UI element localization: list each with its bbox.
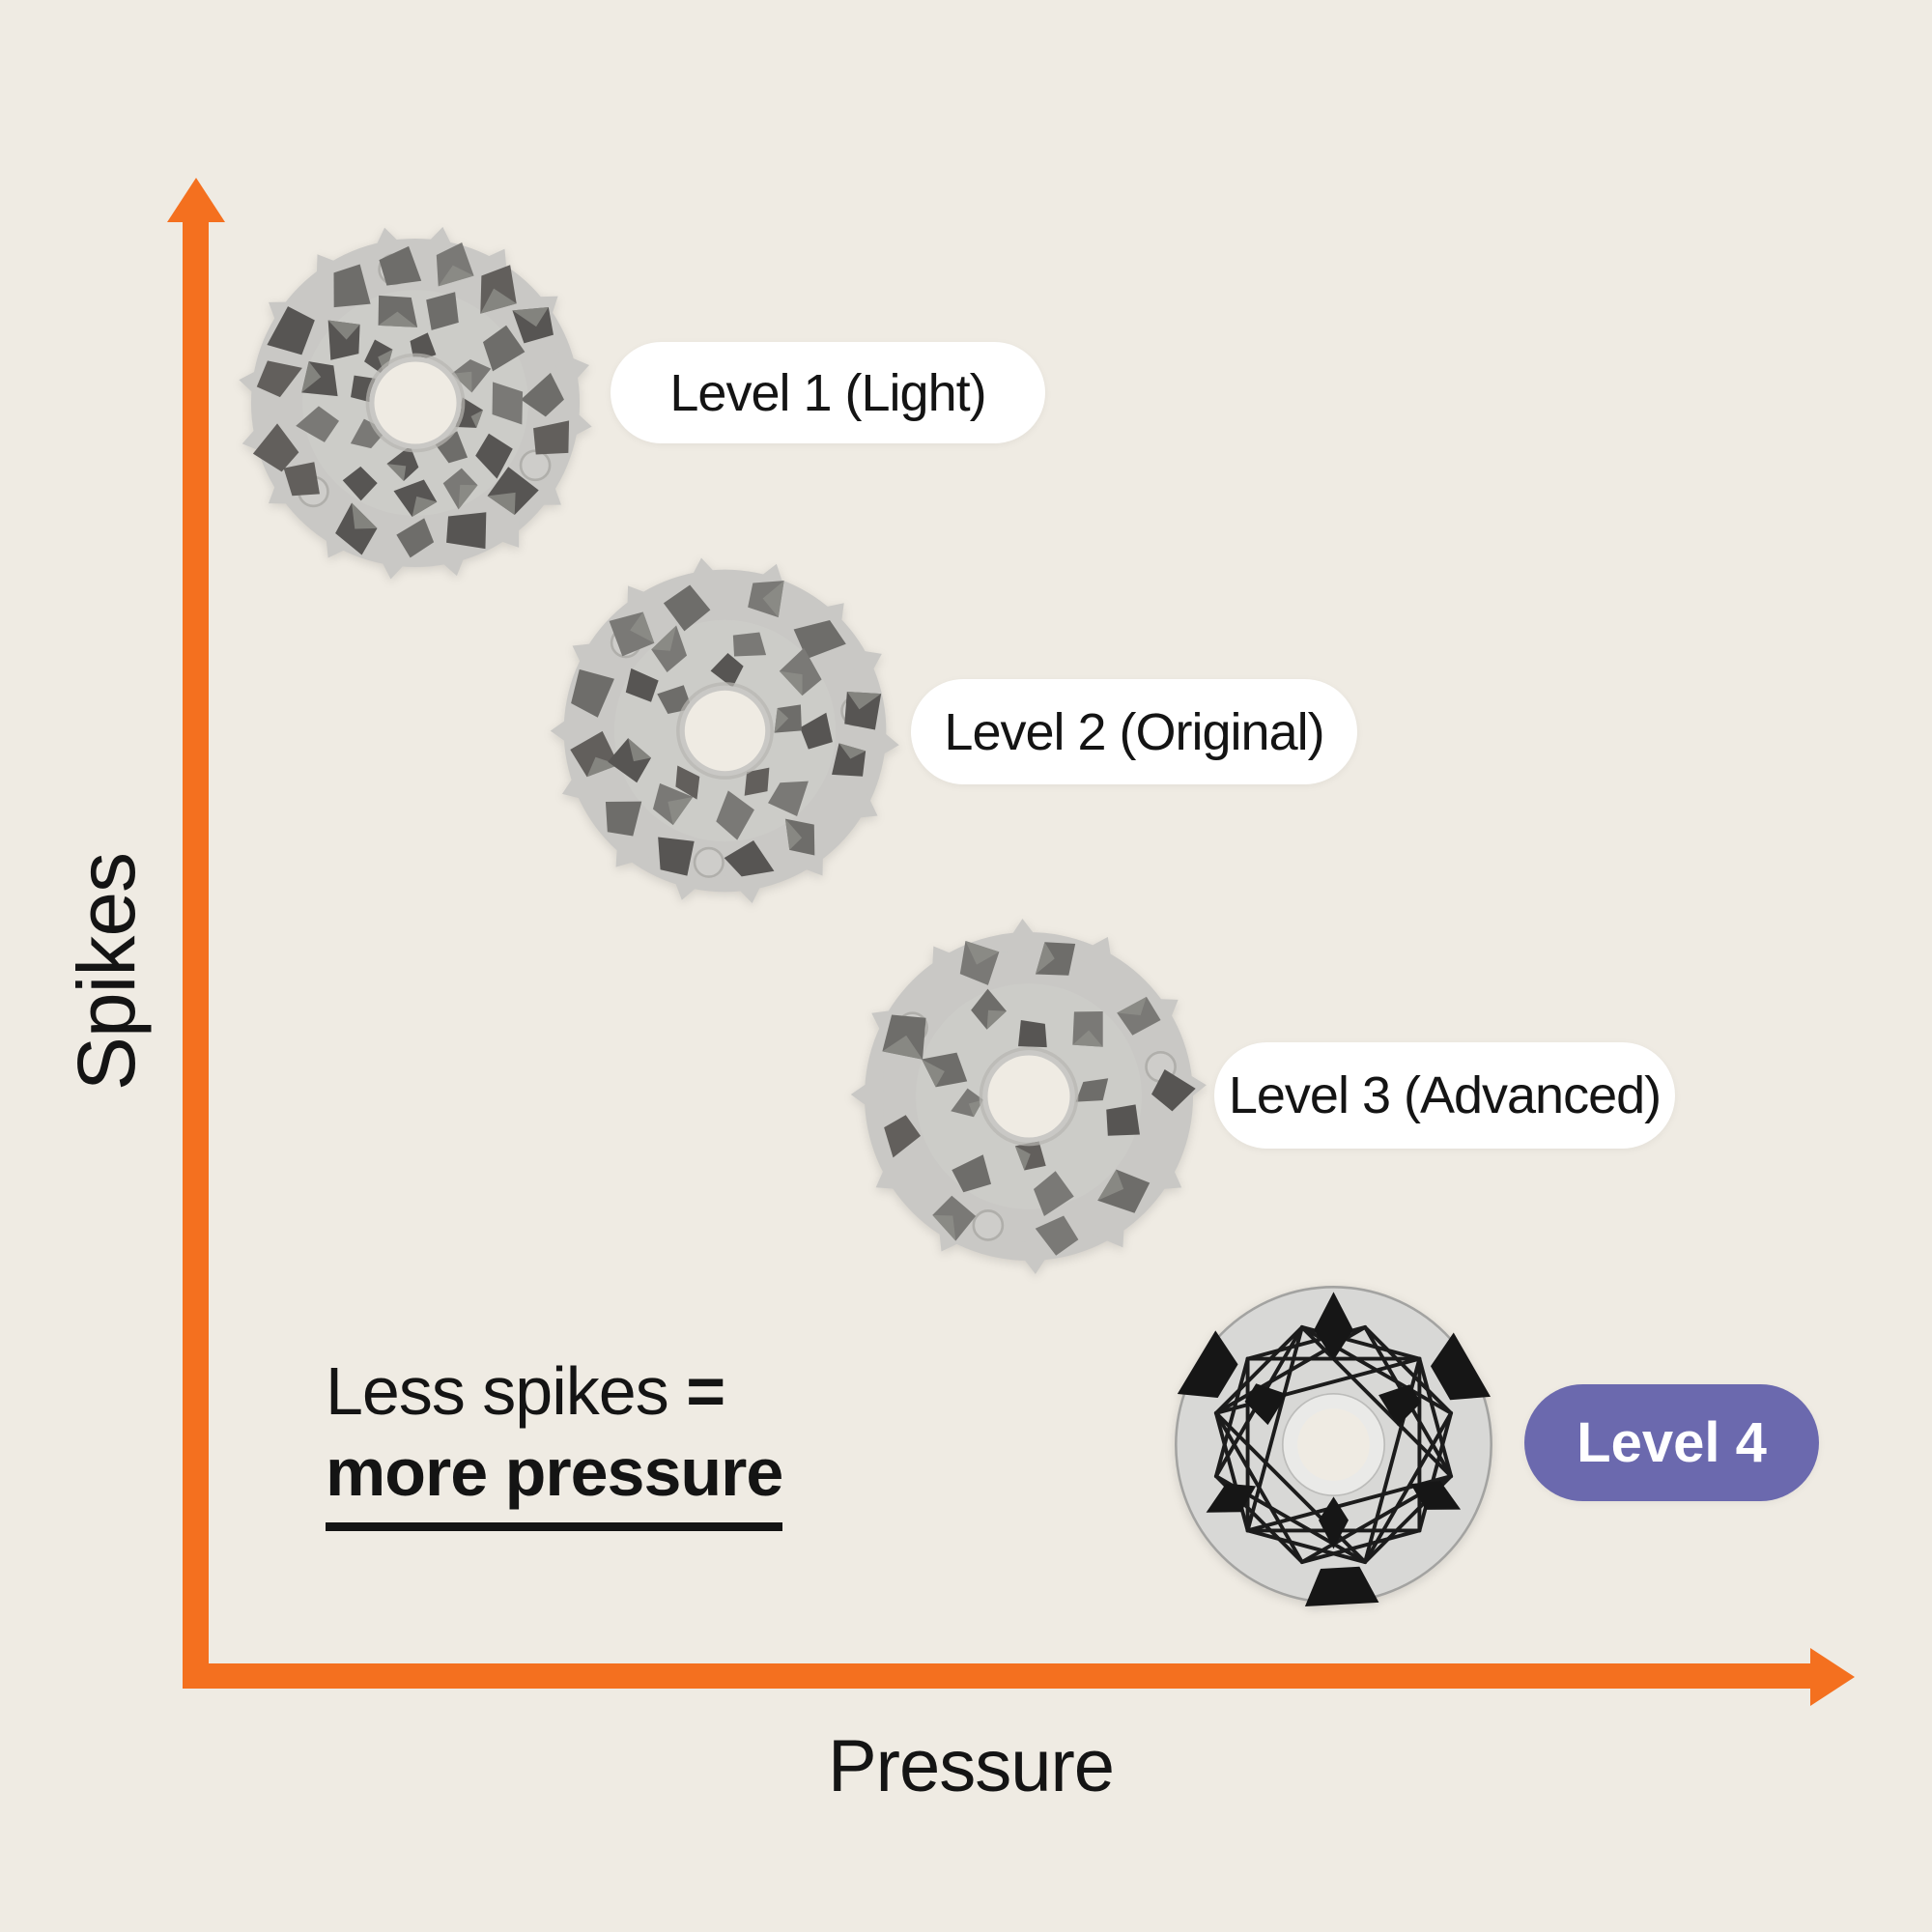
badge-level-2: Level 2 (Original) (911, 679, 1357, 784)
annotation-line-1: Less spikes = (326, 1353, 725, 1429)
annotation-line-2: more pressure (326, 1432, 783, 1531)
x-axis-arrowhead-icon (1810, 1648, 1855, 1706)
disc-level-3-image (850, 918, 1207, 1275)
annotation-note: Less spikes = more pressure (326, 1350, 783, 1531)
y-axis-arrowhead-icon (167, 178, 225, 222)
equals-sign: = (686, 1353, 725, 1429)
badge-level-3: Level 3 (Advanced) (1214, 1042, 1675, 1149)
badge-level-4: Level 4 (1524, 1384, 1819, 1501)
disc-level-2-image (550, 557, 899, 904)
y-axis-label: Spikes (60, 852, 152, 1092)
x-axis-label: Pressure (827, 1724, 1115, 1807)
disc-level-4-image (1175, 1286, 1492, 1606)
x-axis-line (183, 1663, 1813, 1689)
badge-level-1: Level 1 (Light) (611, 342, 1045, 443)
y-axis-line (183, 214, 209, 1689)
disc-level-1-image (239, 226, 592, 580)
